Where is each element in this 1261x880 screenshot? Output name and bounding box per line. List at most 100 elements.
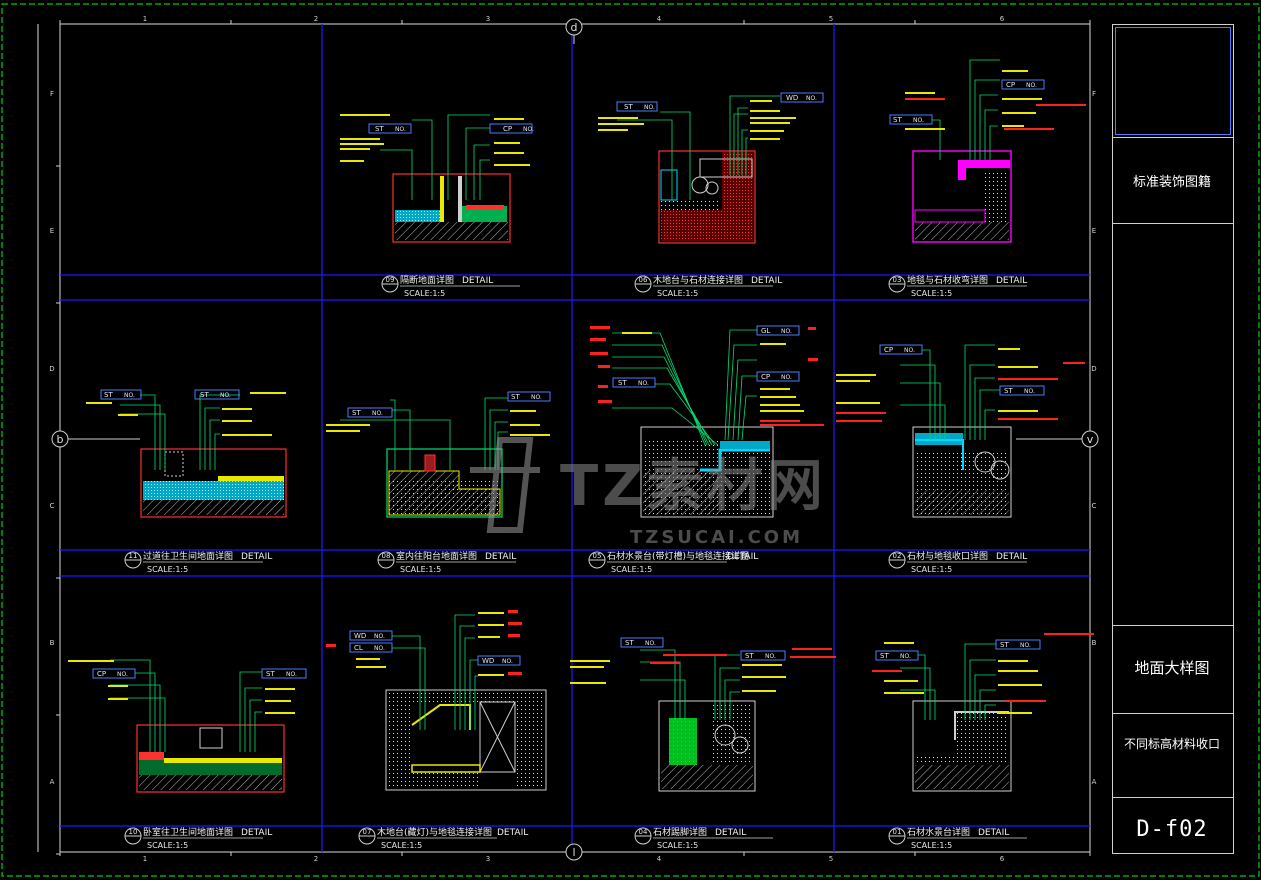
detail-tag: DETAIL (751, 276, 782, 286)
axis-label-right: v (1087, 433, 1094, 446)
detail-scale: SCALE:1:5 (404, 289, 445, 298)
watermark: TZ素材网 TZSUCAI.COM (470, 437, 823, 548)
material-tag: CP (884, 346, 893, 354)
material-tag: WD (482, 657, 494, 665)
detail-scale: SCALE:1:5 (400, 565, 441, 574)
material-tag-no: NO. (645, 640, 656, 647)
detail-03-drawing (889, 59, 1086, 243)
column-number: 3 (486, 855, 490, 863)
title-block: 标准装饰图籍 地面大样图 不同标高材料收口 D-f02 (1112, 24, 1234, 854)
material-tag: CP (761, 373, 770, 381)
sheet-number: D-f02 (1136, 817, 1208, 842)
detail-11-drawing (86, 389, 287, 518)
material-tag-no: NO. (531, 394, 542, 401)
material-tag: CP (1006, 81, 1015, 89)
material-tag-no: NO. (220, 392, 231, 399)
material-tag: ST (200, 391, 209, 399)
detail-tag: DETAIL (485, 552, 516, 562)
title-block-divider-1 (1113, 137, 1233, 138)
detail-scale: SCALE:1:5 (657, 289, 698, 298)
detail-number: 05 (593, 552, 602, 560)
detail-title: 石材水景台(带灯槽)与地毯连接详图 (607, 550, 749, 562)
material-tag: CP (503, 125, 512, 133)
row-letter-left: D (49, 365, 54, 373)
detail-scale: SCALE:1:5 (911, 841, 952, 850)
detail-title: 石材踢脚详图 (653, 826, 707, 838)
title-block-logo-frame (1115, 27, 1231, 135)
axis-label-bottom: l (572, 846, 575, 859)
detail-tag: DETAIL (996, 552, 1027, 562)
detail-number: 07 (363, 828, 372, 836)
material-tag: ST (352, 409, 361, 417)
detail-04-drawing (570, 637, 836, 792)
material-tag: ST (1000, 641, 1009, 649)
column-number: 6 (1000, 15, 1005, 23)
axis-label-left: b (57, 433, 64, 446)
detail-tag: DETAIL (241, 552, 272, 562)
outer-border (1, 3, 1260, 877)
material-tag-no: NO. (1020, 642, 1031, 649)
material-tag-no: NO. (124, 392, 135, 399)
row-letter-right: A (1092, 778, 1097, 786)
title-block-divider-2 (1113, 223, 1233, 224)
detail-tag: DETAIL (978, 828, 1009, 838)
detail-10-drawing (68, 659, 307, 793)
axis-label-top: d (571, 21, 578, 34)
detail-title: 石材水景台详图 (907, 826, 970, 838)
material-tag-no: NO. (374, 633, 385, 640)
material-tag: WD (786, 94, 798, 102)
material-tag: ST (624, 103, 633, 111)
detail-label-08: 08 室内往阳台地面详图 DETAIL SCALE:1:5 (377, 550, 516, 574)
detail-tag: DETAIL (462, 276, 493, 286)
detail-02-drawing (836, 344, 1085, 518)
title-block-divider-3 (1113, 625, 1233, 626)
detail-09-drawing (340, 114, 533, 243)
material-tag-no: NO. (395, 126, 406, 133)
detail-title: 室内往阳台地面详图 (396, 550, 477, 562)
detail-tag: DETAIL (241, 828, 272, 838)
title-block-divider-5 (1113, 797, 1233, 798)
material-tag-no: NO. (372, 410, 383, 417)
column-number: 2 (314, 15, 318, 23)
material-tag: ST (266, 670, 275, 678)
detail-number: 03 (893, 276, 902, 284)
detail-tag: DETAIL (497, 828, 528, 838)
material-tag: ST (893, 116, 902, 124)
axis-bubble-left: b (51, 430, 140, 448)
row-letter-left: B (50, 639, 55, 647)
material-tag-no: NO. (781, 374, 792, 381)
material-tag: ST (618, 379, 627, 387)
material-tag-no: NO. (286, 671, 297, 678)
row-letter-left: E (50, 227, 54, 235)
column-number: 3 (486, 15, 490, 23)
material-tag: ST (745, 652, 754, 660)
detail-label-07: 07 木地台(藏灯)与地毯连接详图 DETAIL SCALE:1:5 (358, 826, 528, 850)
row-letter-right: F (1092, 90, 1096, 98)
row-letter-right: C (1092, 502, 1097, 510)
detail-number: 08 (382, 552, 391, 560)
row-letter-right: B (1092, 639, 1097, 647)
detail-scale: SCALE:1:5 (381, 841, 422, 850)
material-tag: ST (1004, 387, 1013, 395)
detail-title: 木地台(藏灯)与地毯连接详图 (377, 826, 492, 838)
detail-number: 10 (129, 828, 138, 836)
column-number: 2 (314, 855, 318, 863)
material-tag: ST (880, 652, 889, 660)
detail-01-drawing (872, 633, 1094, 792)
detail-title: 木地台与石材连接详图 (653, 274, 743, 286)
material-tag-no: NO. (644, 104, 655, 111)
material-tag-no: NO. (374, 645, 385, 652)
material-tag: ST (625, 639, 634, 647)
title-block-divider-4 (1113, 713, 1233, 714)
axis-bubble-right: v (1016, 430, 1099, 448)
column-number: 1 (143, 15, 147, 23)
material-tag-no: NO. (900, 653, 911, 660)
